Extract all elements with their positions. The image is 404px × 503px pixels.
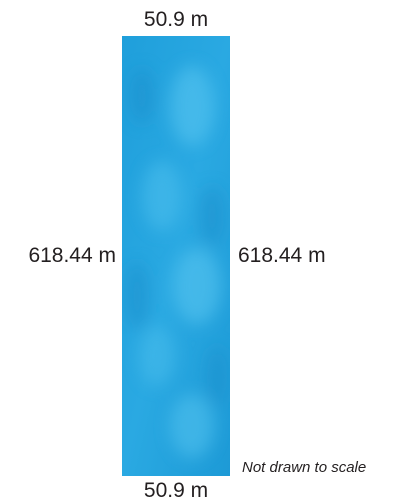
water-ripples bbox=[125, 66, 227, 458]
pool-rectangle bbox=[122, 36, 230, 476]
pool-water-graphic bbox=[122, 36, 230, 476]
scale-note: Not drawn to scale bbox=[242, 459, 367, 476]
bottom-width-label: 50.9 m bbox=[143, 479, 209, 502]
left-length-label: 618.44 m bbox=[28, 244, 116, 267]
top-width-label: 50.9 m bbox=[143, 8, 209, 31]
right-length-label: 618.44 m bbox=[238, 244, 326, 267]
